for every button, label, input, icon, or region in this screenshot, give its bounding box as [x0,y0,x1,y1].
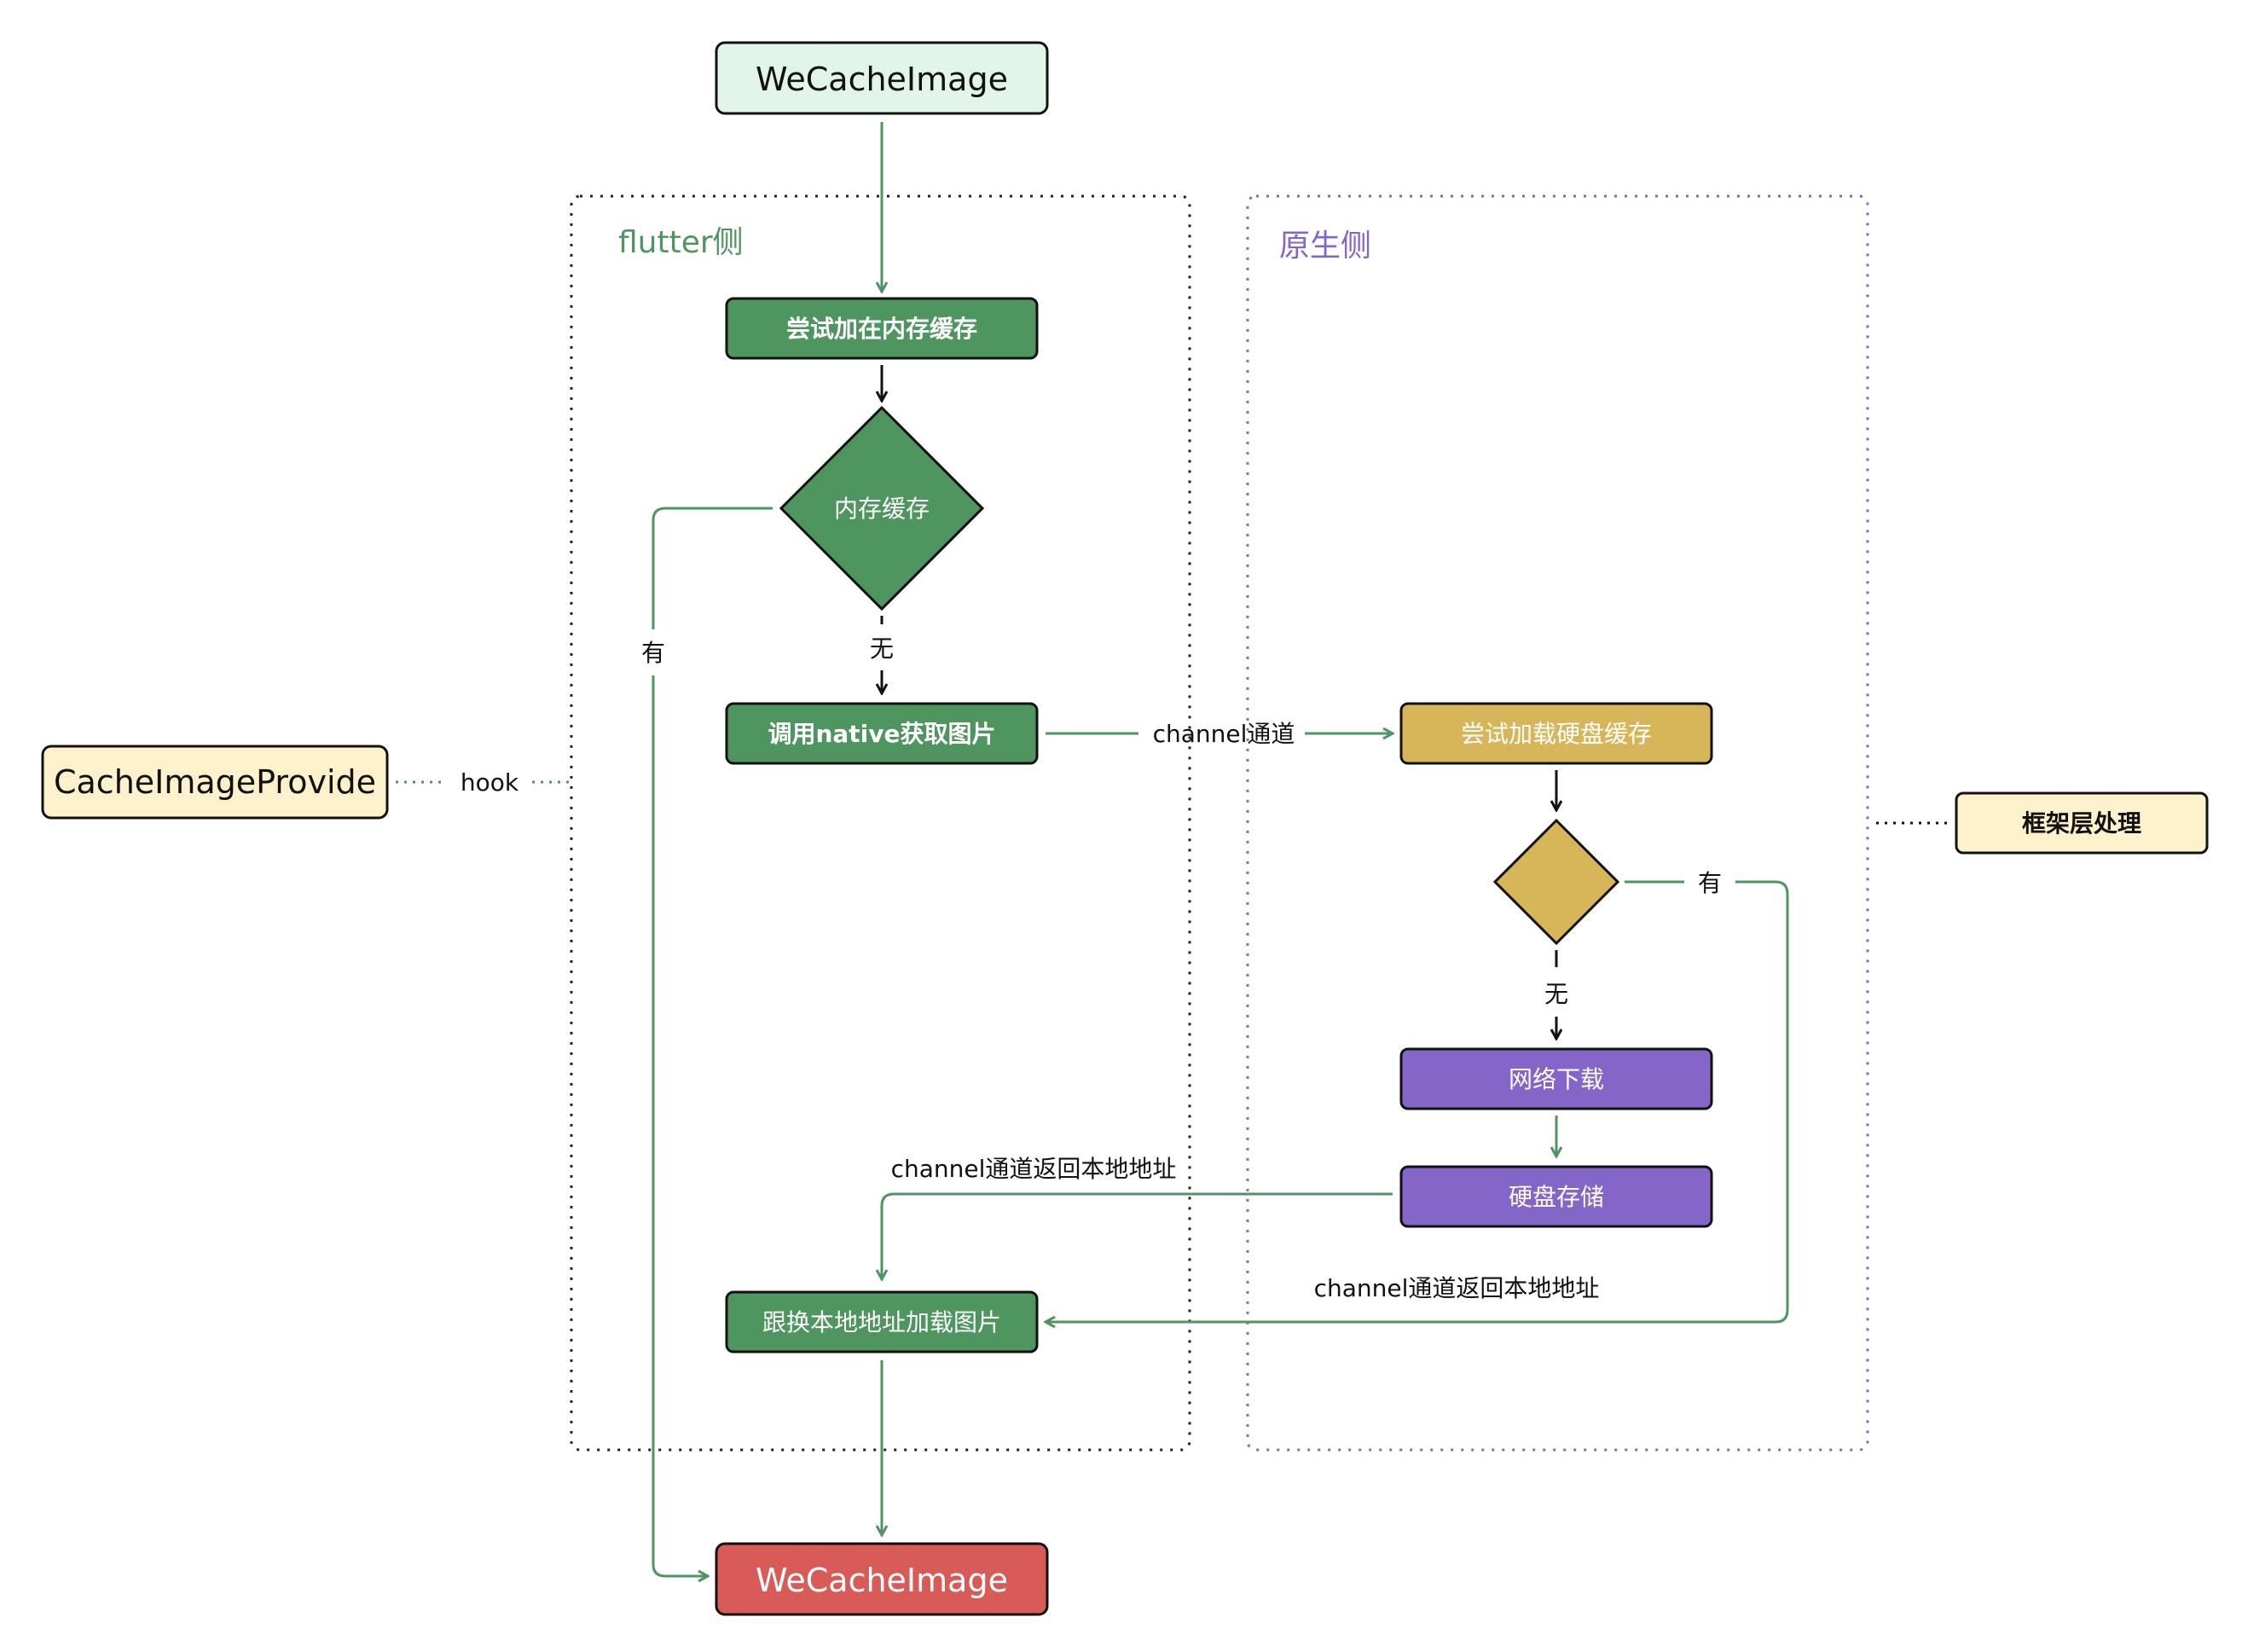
network-download-node [1399,1047,1713,1110]
try-memory-cache-label: 尝试加在内存缓存 [786,315,977,343]
replace-load-label: 跟换本地地址加载图片 [762,1308,1001,1336]
network-download-label: 网络下载 [1509,1065,1604,1093]
edge-memory-has [652,507,773,629]
framework-layer-node [1955,791,2209,855]
disk-store-node [1399,1165,1713,1228]
native-region-label: 原生侧 [1279,229,1371,264]
call-native-label: 调用native获取图片 [768,720,995,748]
memory-none-label: 无 [870,635,894,663]
call-native-node [725,702,1039,765]
framework-layer-label: 框架层处理 [2022,809,2141,838]
channel-label: channel通道 [1153,720,1295,748]
disk-store-label: 硬盘存储 [1509,1183,1604,1211]
flutter-region-label: flutter侧 [618,225,744,260]
try-disk-cache-node [1399,702,1713,765]
edge-memory-has-lower [652,675,708,1576]
memory-cache-decision [779,405,985,612]
top-wecacheimage-node [715,41,1049,115]
memory-cache-decision-label: 内存缓存 [834,495,930,523]
cache-image-provide-node [41,745,389,820]
disk-cache-decision [1492,818,1620,946]
disk-has-return-label: channel通道返回本地地址 [1314,1274,1600,1302]
bottom-wecacheimage-node [715,1542,1049,1616]
try-disk-cache-label: 尝试加载硬盘缓存 [1461,720,1652,748]
bottom-wecacheimage-label: WeCacheImage [756,1562,1008,1599]
replace-load-node [725,1290,1039,1353]
hook-label: hook [461,768,519,797]
cache-image-provide-label: CacheImageProvide [54,763,376,801]
top-wecacheimage-label: WeCacheImage [756,61,1008,98]
disk-has-label: 有 [1698,869,1722,897]
memory-has-label: 有 [641,639,665,667]
disk-none-label: 无 [1544,980,1568,1008]
edge-disk-has-lower [1046,880,1789,1322]
try-memory-cache-node [725,297,1039,360]
store-return-label: channel通道返回本地地址 [891,1155,1177,1183]
edge-store-to-replace [882,1192,1393,1279]
